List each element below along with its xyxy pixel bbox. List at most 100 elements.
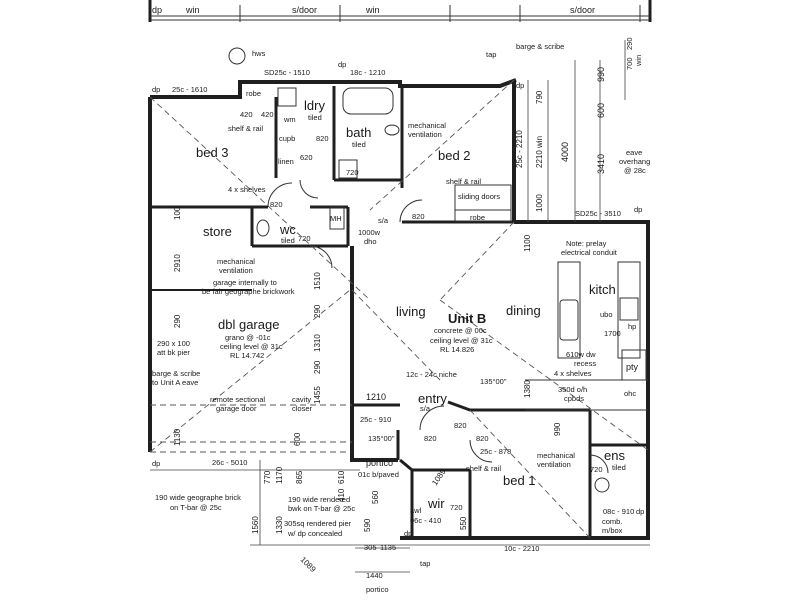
dim-100: 100 — [173, 206, 182, 220]
doors — [267, 179, 609, 474]
note-mech-vent-b1: mechanical — [537, 451, 575, 460]
note-closer: closer — [292, 404, 313, 413]
note-pier-290: 290 x 100 — [157, 339, 190, 348]
dim-590: 590 — [363, 518, 372, 532]
dim-sd25c-1510: SD25c - 1510 — [264, 68, 310, 77]
mh-box — [329, 206, 345, 230]
dim-410: 410 — [337, 488, 346, 502]
note-prelay: Note: prelay — [566, 239, 607, 248]
note-barge-top: barge & scribe — [516, 42, 564, 51]
dim-dp-5: dp — [634, 205, 642, 214]
note-prelay-2: electrical conduit — [561, 248, 618, 257]
dim-dp-3: dp — [338, 60, 346, 69]
note-shelf-rail-b3: shelf & rail — [228, 124, 263, 133]
note-cpbds-2: cpbds — [564, 394, 584, 403]
dim-1170: 1170 — [275, 466, 284, 484]
laundry-finish: tiled — [308, 113, 322, 122]
unit-name: Unit B — [448, 311, 486, 326]
note-cupb: cupb — [279, 134, 295, 143]
room-dbl-garage: dbl garage — [218, 317, 279, 332]
bathtub — [342, 87, 394, 115]
note-mech-vent-store-2: ventilation — [219, 266, 253, 275]
note-shelves-b3: 4 x shelves — [228, 185, 266, 194]
note-ohc: ohc — [624, 389, 636, 398]
note-shelf-rail-b1: shelf & rail — [466, 464, 501, 473]
dim-dp-4: dp — [516, 81, 524, 90]
note-bwk-190-2: bwk on T-bar @ 25c — [288, 504, 355, 513]
note-sa-1: s/a — [378, 216, 389, 225]
top-strip: win s/door win s/door dp — [148, 0, 652, 22]
dim-820-c: 820 — [412, 212, 425, 221]
note-pier-305-2: w/ dp concealed — [287, 529, 342, 538]
sliding-robe — [454, 184, 512, 222]
dim-25c-878: 25c - 878 — [480, 447, 511, 456]
dim-560: 560 — [371, 490, 380, 504]
dim-790: 790 — [535, 90, 544, 104]
dim-1560: 1560 — [251, 516, 260, 534]
roof-diagonals — [149, 79, 649, 539]
note-hp: hp — [628, 322, 636, 331]
dim-700: 700 — [625, 57, 634, 70]
note-niche: 12c - 24c niche — [406, 370, 457, 379]
room-bed-3: bed 3 — [196, 145, 229, 160]
note-sliding-doors: sliding doors — [458, 192, 500, 201]
trough — [277, 87, 297, 107]
wc-pan — [256, 219, 270, 237]
note-mech-vent-bath: mechanical — [408, 121, 446, 130]
note-entry-01c: 01c b/paved — [358, 470, 399, 479]
dim-135-b: 135°00" — [368, 434, 395, 443]
dim-1455: 1455 — [313, 386, 322, 404]
note-brick-190-2: on T-bar @ 25c — [170, 503, 222, 512]
hws-icon — [228, 47, 246, 65]
dim-1330: 1330 — [275, 516, 284, 534]
dim-1380: 1380 — [523, 380, 532, 398]
note-shelf-rail-b2: shelf & rail — [446, 177, 481, 186]
dim-1440: 1440 — [366, 571, 383, 580]
dim-990: 990 — [553, 422, 562, 436]
top-sdoor-label-2: s/door — [570, 5, 595, 15]
bath-basin — [384, 124, 400, 136]
note-ubo: ubo — [600, 310, 613, 319]
dim-420-b: 420 — [261, 110, 274, 119]
dim-dp-2: dp — [152, 459, 160, 468]
top-win-label-2: win — [365, 5, 380, 15]
note-pier-305: 305sq rendered pier — [284, 519, 352, 528]
bath-finish: tiled — [352, 140, 366, 149]
dim-25c-1610: 25c - 1610 — [172, 85, 207, 94]
note-door-1000: 1000w — [358, 228, 381, 237]
note-cpbds: 350d o/h — [558, 385, 587, 394]
dim-720-a: 720 — [346, 168, 359, 177]
note-barge-a: barge & scribe — [152, 369, 200, 378]
dim-win: win — [634, 55, 643, 67]
note-robe-b3: robe — [246, 89, 261, 98]
dim-2210-win: 2210 win — [535, 136, 544, 168]
room-ensuite: ens — [604, 448, 625, 463]
note-mech-vent-bath-2: ventilation — [408, 130, 442, 139]
note-sa-2: s/a — [420, 404, 431, 413]
note-eave-3: @ 28c — [624, 166, 646, 175]
dim-290-w: 290 — [625, 37, 634, 50]
dim-820-f: 820 — [454, 421, 467, 430]
note-mech-vent-store: mechanical — [217, 257, 255, 266]
dim-10c-2210: 10c - 2210 — [504, 544, 539, 553]
note-robe-b2: robe — [470, 213, 485, 222]
dim-1510: 1510 — [313, 272, 322, 290]
room-portico: portico — [366, 458, 393, 468]
note-wm: wm — [283, 115, 296, 124]
note-remote-2: garage door — [216, 404, 257, 413]
room-dining: dining — [506, 303, 541, 318]
note-bwk-190: 190 wide rendered — [288, 495, 350, 504]
note-recess: recess — [574, 359, 596, 368]
dim-865: 865 — [295, 470, 304, 484]
shower-icon — [338, 159, 358, 179]
note-tap-bottom: tap — [420, 559, 430, 568]
dim-1210: 1210 — [366, 392, 386, 402]
dim-1130: 1130 — [173, 428, 182, 446]
dim-2910: 2910 — [173, 254, 182, 272]
kitchen-sink — [559, 299, 579, 341]
dim-550: 550 — [459, 516, 468, 530]
dimension-lines — [150, 40, 650, 573]
note-unit-floor-2: ceiling level @ 31c — [430, 336, 493, 345]
vertical-dimensions: 2910 100 290 1510 290 1310 290 1455 1130… — [173, 37, 643, 574]
